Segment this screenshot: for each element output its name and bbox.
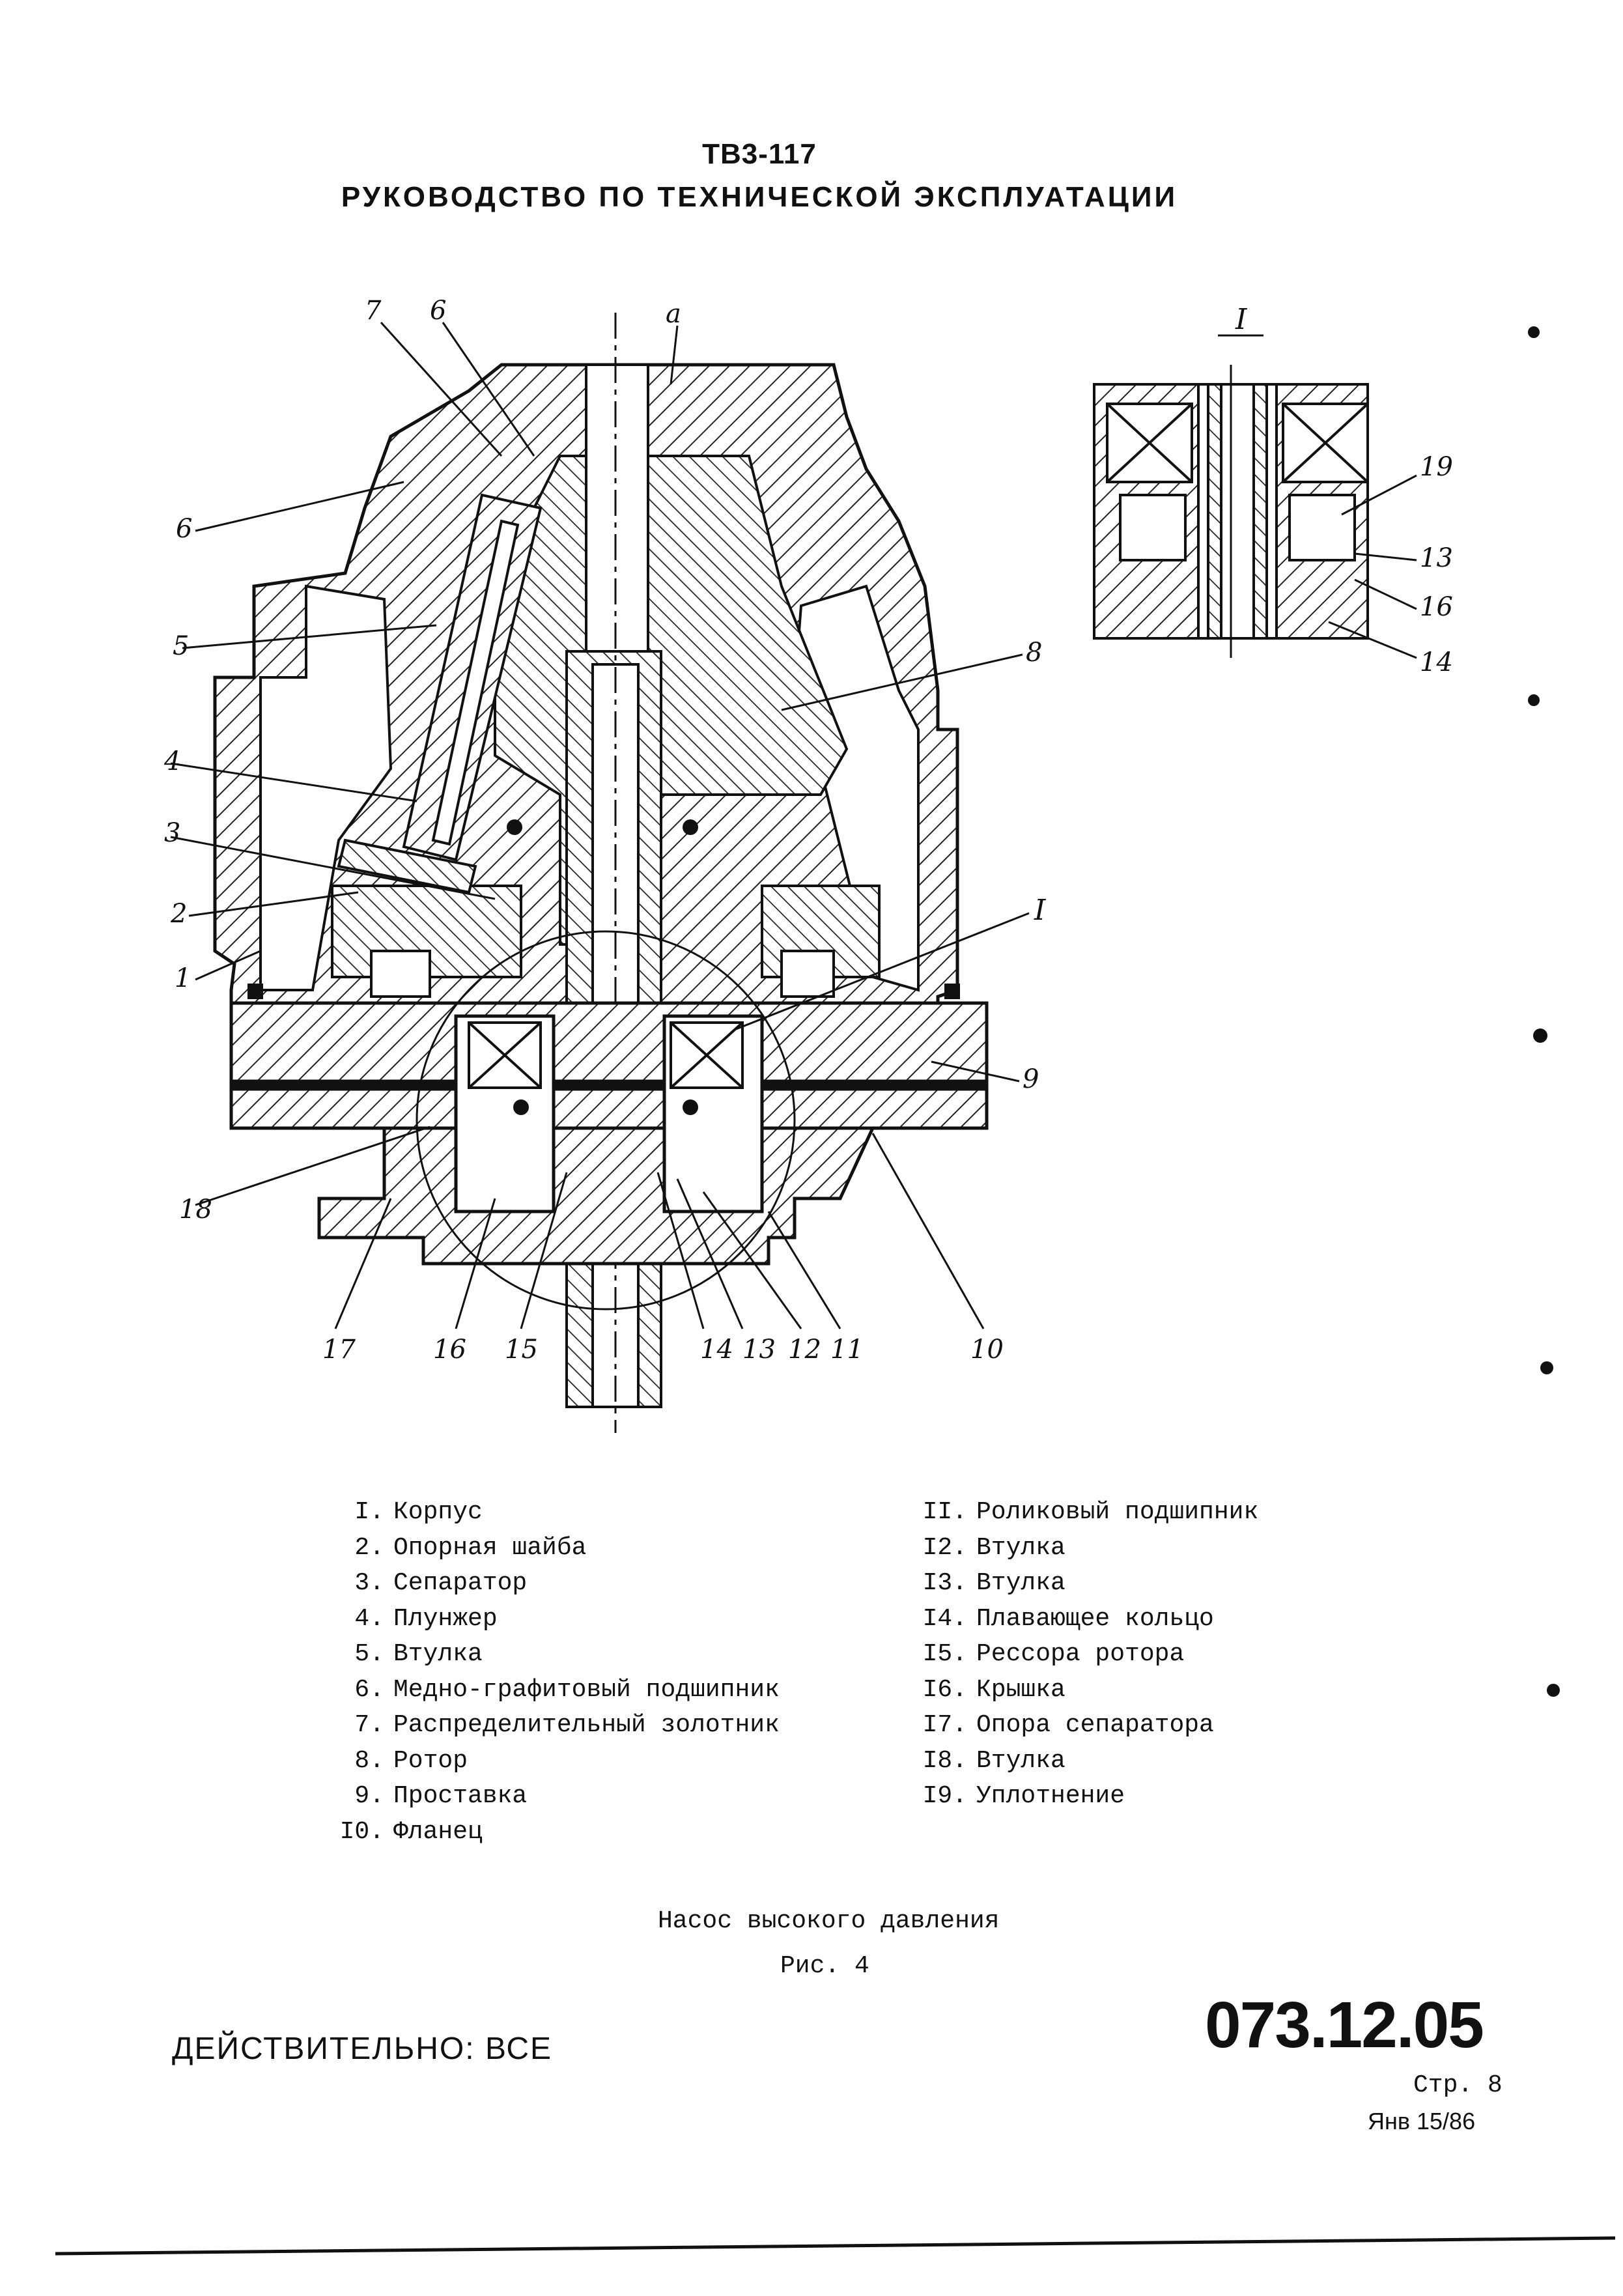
callout-a: a [666,299,681,329]
callout-3: 3 [164,818,180,848]
legend-item: 5.Втулка [354,1640,483,1668]
detail-callout-14: 14 [1420,647,1453,677]
callout-12: 12 [788,1335,821,1365]
detail-view-I [1093,365,1369,658]
leader-lines [170,321,1030,1329]
callout-7: 7 [365,296,382,326]
legend-item: 4.Плунжер [354,1604,498,1633]
legend-item: I7.Опора сепаратора [922,1711,1214,1739]
document-header-title: РУКОВОДСТВО ПО ТЕХНИЧЕСКОЙ ЭКСПЛУАТАЦИИ [341,181,1178,213]
callout-5: 5 [173,631,189,661]
legend-item: I6.Крышка [922,1675,1066,1704]
legend-item: I8.Втулка [922,1746,1066,1775]
callout-9: 9 [1023,1064,1039,1094]
callout-6-top: 6 [430,296,446,326]
page-number: Стр. 8 [1413,2071,1503,2099]
callout-15: 15 [505,1335,538,1365]
detail-title: I [1235,303,1248,336]
callout-18: 18 [179,1195,212,1225]
detail-labels: I 19 13 16 14 [1235,303,1453,677]
seal-marks [247,819,960,1115]
callout-16: 16 [433,1335,466,1365]
callout-4: 4 [163,746,180,776]
callout-14: 14 [700,1335,733,1365]
detail-callout-13: 13 [1420,543,1453,573]
legend-item: 3.Сепаратор [354,1569,528,1597]
bottom-rule [55,2236,1616,2256]
legend-item: I2.Втулка [922,1533,1066,1562]
callout-10: 10 [970,1335,1004,1365]
legend-item: I0.Фланец [339,1817,483,1846]
callout-11: 11 [830,1335,864,1365]
callout-13: 13 [742,1335,776,1365]
detail-leaders [1218,334,1417,659]
legend-item: 6.Медно-графитовый подшипник [354,1675,780,1704]
callout-I: I [1034,894,1047,927]
plunger-assembly [337,493,543,894]
margin-punch-marks [1528,326,1560,1697]
spacer-plate [229,1001,989,1130]
validity-note: ДЕЙСТВИТЕЛЬНО: ВСЕ [172,2032,553,2066]
legend-item: I4.Плавающее кольцо [922,1604,1214,1633]
figure-number: Рис. 4 [780,1952,869,1980]
revision-date: Янв 15/86 [1368,2108,1476,2134]
legend-item: I9.Уплотнение [922,1782,1125,1810]
document-number: 073.12.05 [1205,1989,1484,2062]
detail-callout-19: 19 [1420,452,1453,482]
legend-item: 7.Распределительный золотник [354,1711,780,1739]
legend-item: I.Корпус [354,1498,483,1526]
callout-6: 6 [176,514,192,544]
legend-left-column: I.Корпус 2.Опорная шайба 3.Сепаратор 4.П… [326,1495,780,1850]
legend-right-column: II.Роликовый подшипник I2.Втулка I3.Втул… [909,1495,1259,1815]
legend-item: I3.Втулка [922,1569,1066,1597]
legend-item: I5.Рессора ротора [922,1640,1185,1668]
callout-17: 17 [322,1335,356,1365]
legend-item: II.Роликовый подшипник [922,1498,1259,1526]
document-header-model: ТВ3-117 [702,138,817,170]
callout-1: 1 [175,963,191,993]
legend-item: 2.Опорная шайба [354,1533,587,1562]
callout-2: 2 [170,899,187,929]
roller-bearings [416,930,796,1311]
legend-item: 9.Проставка [354,1782,528,1810]
detail-callout-16: 16 [1420,592,1453,622]
figure-caption: Насос высокого давления [658,1907,1000,1935]
callout-labels: 7 6 a 6 5 8 4 3 2 1 I 9 18 17 16 15 14 1… [163,296,1047,1365]
legend-item: 8.Ротор [354,1746,468,1775]
callout-8: 8 [1026,638,1042,668]
